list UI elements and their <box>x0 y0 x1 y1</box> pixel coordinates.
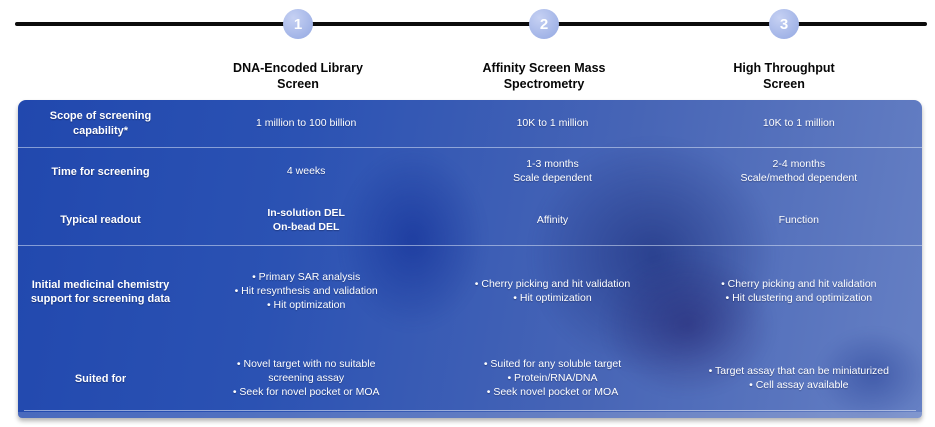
cell-line: 10K to 1 million <box>762 116 835 129</box>
comparison-table: Scope of screening capability* 1 million… <box>18 100 922 418</box>
cell-line: Function <box>778 213 819 226</box>
step-2-number: 2 <box>539 15 549 33</box>
cell-line: • Target assay that can be miniaturized <box>708 365 889 378</box>
cell-line: 1-3 months <box>526 158 579 171</box>
table-cell: 1 million to 100 billion <box>183 117 429 131</box>
table-bottom-highlight-line <box>24 410 916 411</box>
cell-line: • Hit optimization <box>513 292 592 304</box>
timeline-line <box>15 22 927 26</box>
table-cell: In-solution DEL On-bead DEL <box>183 207 429 235</box>
cell-line: • Hit resynthesis and validation <box>234 285 378 298</box>
cell-line: Affinity <box>536 213 569 226</box>
cell-line: 10K to 1 million <box>516 116 589 129</box>
cell-line: • Hit optimization <box>266 298 346 311</box>
table-cell: • Primary SAR analysis • Hit resynthesis… <box>183 271 429 313</box>
table-bottom-band <box>18 412 922 418</box>
cell-line: In-solution DEL <box>267 206 345 219</box>
table-cell: • Cherry picking and hit validation • Hi… <box>676 278 922 306</box>
step-1-circle: 1 <box>283 9 313 39</box>
table-cell: 4 weeks <box>183 165 429 179</box>
step-3-circle: 3 <box>769 9 799 39</box>
step-1-number: 1 <box>293 15 303 33</box>
column-title-del-screen: DNA-Encoded Library Screen <box>188 60 408 93</box>
table-cell: 1-3 months Scale dependent <box>429 158 675 186</box>
title-line: Screen <box>277 77 319 92</box>
title-line: Affinity Screen Mass <box>482 61 606 75</box>
title-line: High Throughput <box>733 61 835 75</box>
table-cell: 10K to 1 million <box>676 117 922 131</box>
cell-line: Scale dependent <box>513 172 592 184</box>
row-label: Time for screening <box>51 165 150 178</box>
table-cell: 2-4 months Scale/method dependent <box>676 158 922 186</box>
title-line: Screen <box>763 77 805 92</box>
title-line: Spectrometry <box>503 77 585 92</box>
column-title-hts: High Throughput Screen <box>674 60 894 93</box>
row-label: Initial medicinal chemistry support for … <box>30 278 171 305</box>
row-label: Typical readout <box>60 214 141 227</box>
row-label: Suited for <box>74 372 127 385</box>
table-cell: Function <box>676 214 922 228</box>
cell-line: • Protein/RNA/DNA <box>507 372 598 385</box>
cell-line: Scale/method dependent <box>740 172 858 184</box>
cell-line: 1 million to 100 billion <box>255 116 357 129</box>
table-row-readout: Typical readout In-solution DEL On-bead … <box>18 196 922 245</box>
table-cell: • Suited for any soluble target • Protei… <box>429 358 675 400</box>
cell-line: • Suited for any soluble target <box>483 358 622 371</box>
table-cell: • Cherry picking and hit validation • Hi… <box>429 278 675 306</box>
table-cell: • Novel target with no suitable screenin… <box>183 358 429 400</box>
cell-line: 4 weeks <box>286 165 326 178</box>
table-row-suited-for: Suited for • Novel target with no suitab… <box>18 338 922 418</box>
table-row-scope: Scope of screening capability* 1 million… <box>18 100 922 147</box>
table-cell: Affinity <box>429 214 675 228</box>
cell-line: 2-4 months <box>772 158 826 171</box>
cell-line: screening assay <box>268 372 345 385</box>
title-line: DNA-Encoded Library <box>233 61 363 75</box>
cell-line: • Cell assay available <box>749 379 849 391</box>
cell-line: • Primary SAR analysis <box>252 271 361 284</box>
cell-line: • Seek for novel pocket or MOA <box>232 385 380 398</box>
cell-line: • Novel target with no suitable <box>236 358 376 371</box>
row-label: Scope of screening capability* <box>49 110 152 137</box>
table-cell: 10K to 1 million <box>429 117 675 131</box>
cell-line: • Cherry picking and hit validation <box>721 278 877 291</box>
cell-line: • Hit clustering and optimization <box>725 292 873 304</box>
step-2-circle: 2 <box>529 9 559 39</box>
step-3-number: 3 <box>779 15 789 33</box>
table-cell: • Target assay that can be miniaturized … <box>676 365 922 393</box>
table-row-time: Time for screening 4 weeks 1-3 months Sc… <box>18 147 922 196</box>
cell-line: • Cherry picking and hit validation <box>474 278 631 291</box>
cell-line: • Seek novel pocket or MOA <box>486 385 619 398</box>
cell-line: On-bead DEL <box>272 220 340 233</box>
column-title-affinity-ms: Affinity Screen Mass Spectrometry <box>434 60 654 93</box>
table-row-medchem-support: Initial medicinal chemistry support for … <box>18 245 922 338</box>
